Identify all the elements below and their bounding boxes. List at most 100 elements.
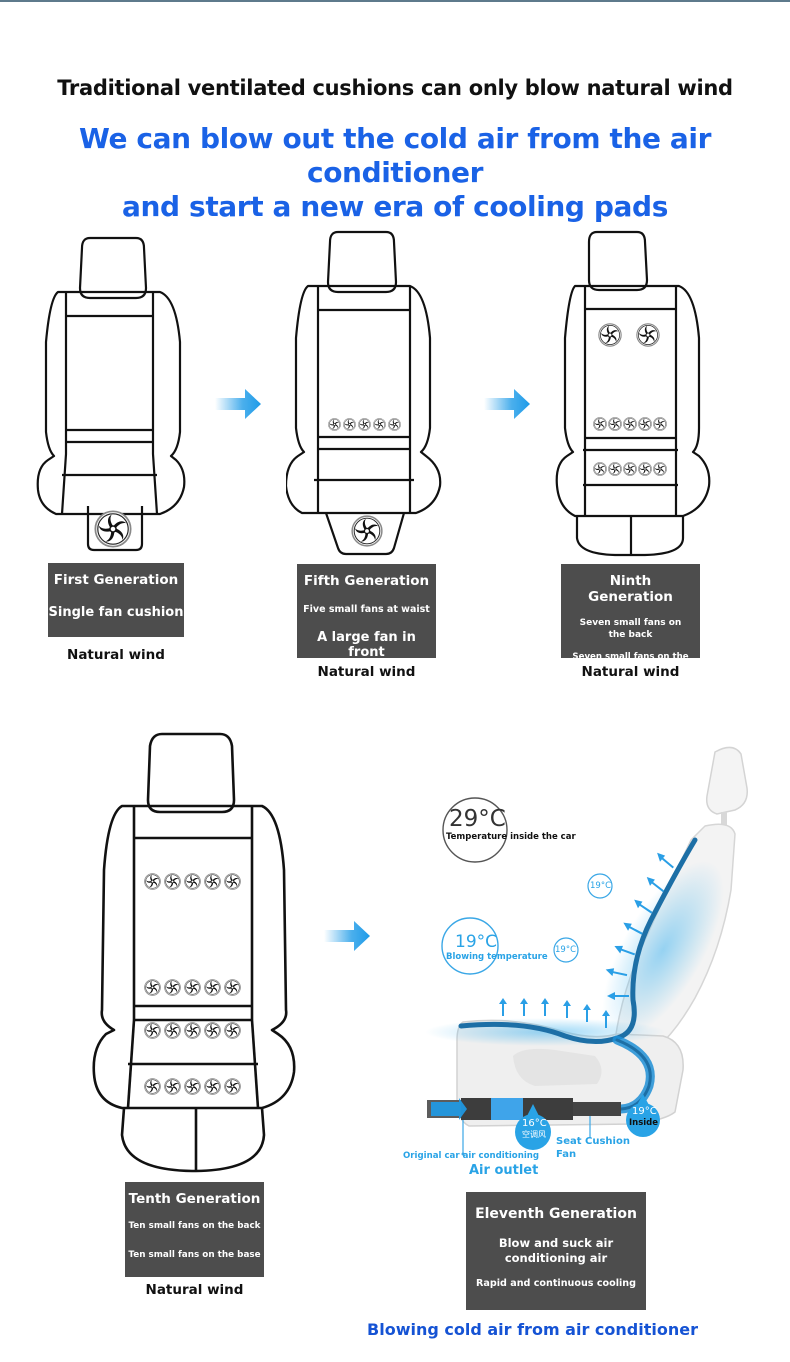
blow-temp-circle — [441, 917, 499, 975]
arrow-right-icon — [215, 389, 261, 419]
inside-temp-value: 19°C — [632, 1106, 657, 1117]
large-fan-icon — [351, 515, 383, 547]
fan-icon — [164, 873, 181, 890]
base-fan-row — [593, 462, 667, 476]
label-fifth-generation: Fifth Generation Five small fans at wais… — [297, 564, 436, 660]
fan-icon — [204, 873, 221, 890]
large-fan-icon — [94, 510, 132, 548]
generation-name: First Generation — [53, 572, 179, 588]
seat-ninth-generation — [555, 230, 711, 557]
label-ninth-generation: Ninth Generation Seven small fans on the… — [561, 564, 700, 672]
fan-icon — [623, 462, 637, 476]
seat-fifth-generation — [286, 230, 442, 556]
generation-feature: Ten small fans on the base — [128, 1250, 261, 1260]
fan-icon — [144, 979, 161, 996]
car-temp-value: 29°C — [449, 806, 506, 832]
fan-icon — [204, 1078, 221, 1095]
waist-fan-row — [328, 418, 401, 431]
generation-name: Ninth Generation — [588, 573, 673, 605]
fan-icon — [224, 1078, 241, 1095]
blow-temp-label: Blowing temperature — [446, 952, 548, 962]
fan-icon — [638, 462, 652, 476]
waist-fan-row — [593, 417, 667, 431]
generation-name: Tenth Generation — [128, 1191, 261, 1207]
fan-icon — [653, 417, 667, 431]
seat-first-generation — [36, 236, 186, 552]
generation-feature: Rapid and continuous cooling — [476, 1278, 636, 1289]
fan-icon — [184, 1022, 201, 1039]
inside-label: Inside — [629, 1118, 659, 1128]
generation-feature: Ten small fans on the back — [128, 1221, 261, 1231]
fan-icon — [358, 418, 371, 431]
base-fan-row-lower — [144, 1078, 241, 1095]
fan-icon — [184, 1078, 201, 1095]
caption-natural-wind: Natural wind — [67, 647, 165, 663]
cooling-seat-diagram — [425, 746, 748, 1156]
car-temp-circle — [442, 797, 508, 863]
fan-icon — [636, 323, 660, 347]
seat-cushion-fan-label: Seat Cushion Fan — [556, 1135, 630, 1161]
generation-feature: A large fan in front — [317, 630, 416, 660]
fan-icon — [144, 1078, 161, 1095]
fan-icon — [144, 873, 161, 890]
caption-natural-wind: Natural wind — [581, 664, 680, 680]
ac-temp-value: 16°C — [522, 1118, 547, 1129]
back-fan-row-lower — [144, 979, 241, 996]
caption-natural-wind: Natural wind — [145, 1282, 244, 1298]
seat-tenth-generation — [92, 732, 296, 1173]
fan-icon — [184, 873, 201, 890]
generation-feature: Seven small fans on the back — [579, 618, 682, 640]
ac-temp-cn: 空调风 — [522, 1130, 546, 1139]
ac-temp-drop — [515, 1114, 551, 1150]
headline-line-1: We can blow out the cold air from the ai… — [78, 122, 712, 189]
generation-name: Fifth Generation — [303, 573, 430, 589]
airflow-arrows — [499, 852, 674, 1028]
fan-icon — [184, 979, 201, 996]
air-outlet-label: Air outlet — [469, 1163, 539, 1178]
fan-icon — [608, 462, 622, 476]
inside-temp-drop — [626, 1103, 660, 1137]
fan-icon — [204, 1022, 221, 1039]
small-temp-2: 19°C — [590, 881, 612, 891]
generation-name: Eleventh Generation — [475, 1206, 637, 1222]
base-fan-row-upper — [144, 1022, 241, 1039]
generation-feature: Single fan cushion — [48, 605, 184, 620]
fan-icon — [343, 418, 356, 431]
fan-icon — [164, 979, 181, 996]
intro-title: Traditional ventilated cushions can only… — [57, 76, 733, 100]
caption-natural-wind: Natural wind — [317, 664, 416, 680]
back-fan-row-upper — [144, 873, 241, 890]
fan-icon — [164, 1078, 181, 1095]
arrow-right-icon — [484, 389, 530, 419]
fan-icon — [224, 873, 241, 890]
seat-fan-label-line-2: Fan — [556, 1149, 577, 1160]
headrest — [705, 746, 748, 815]
fan-icon — [593, 462, 607, 476]
caption-blowing-cold-air: Blowing cold air from air conditioner — [367, 1320, 698, 1339]
fan-icon — [598, 323, 622, 347]
blow-temp-value: 19°C — [455, 932, 498, 952]
generation-feature: Seven small fans on the base — [572, 652, 689, 672]
fan-icon — [373, 418, 386, 431]
label-first-generation: First Generation Single fan cushion — [48, 563, 184, 637]
fan-icon — [388, 418, 401, 431]
original-ac-label: Original car air conditioning — [403, 1151, 540, 1161]
headline: We can blow out the cold air from the ai… — [0, 122, 790, 224]
air-channel — [458, 837, 698, 1044]
car-temp-label: Temperature inside the car — [446, 832, 576, 842]
label-eleventh-generation: Eleventh Generation Blow and suck air co… — [466, 1192, 646, 1310]
label-tenth-generation: Tenth Generation Ten small fans on the b… — [125, 1182, 264, 1277]
seat-fan-label-line-1: Seat Cushion — [556, 1136, 630, 1147]
fan-icon — [144, 1022, 161, 1039]
fan-icon — [608, 417, 622, 431]
fan-icon — [224, 1022, 241, 1039]
fan-icon — [623, 417, 637, 431]
fan-icon — [653, 462, 667, 476]
fan-icon — [593, 417, 607, 431]
arrow-right-icon — [324, 921, 370, 951]
fan-icon — [204, 979, 221, 996]
fan-icon — [638, 417, 652, 431]
fan-icon — [164, 1022, 181, 1039]
small-temp-1: 19°C — [555, 945, 577, 955]
generation-feature: Blow and suck air conditioning air — [498, 1236, 614, 1265]
